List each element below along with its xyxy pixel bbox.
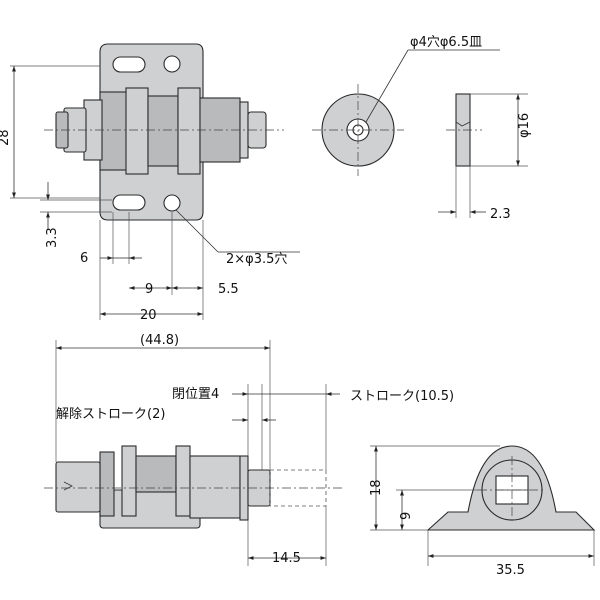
label-dim-20: 20: [140, 308, 157, 323]
body-rib-3: [147, 95, 179, 167]
label-release-stroke: 解除ストローク(2): [56, 407, 165, 422]
label-dim-9: 9: [145, 282, 153, 297]
stroke-phantom: [269, 469, 327, 507]
side-view-dimensions: (44.8) 閉位置4 解除ストローク(2) ストローク(10.5) 14.5: [55, 333, 454, 566]
side-left-cap: [55, 461, 101, 513]
label-washer-hole: φ4穴φ6.5皿: [410, 35, 482, 50]
round-hole-top: [163, 55, 181, 73]
label-offset-3-3: 3.3: [45, 227, 60, 248]
label-dim-14-5: 14.5: [272, 551, 301, 566]
label-diameter-16: φ16: [517, 113, 532, 138]
end-view-dimensions: 18 9 35.5: [369, 445, 595, 578]
end-view-bracket: [426, 445, 596, 531]
label-closed-position: 閉位置4: [172, 387, 219, 402]
side-rib-1: [99, 451, 115, 517]
label-height-18: 18: [369, 479, 384, 496]
slot-hole-top: [112, 56, 146, 73]
body-rib-4: [177, 87, 201, 175]
slot-hole-bottom: [112, 194, 146, 211]
label-height-9: 9: [399, 512, 414, 520]
label-dim-5-5: 5.5: [218, 282, 239, 297]
label-thickness-2-3: 2.3: [490, 207, 511, 222]
mount-hole-bottom: [163, 194, 181, 212]
side-rib-3: [135, 455, 177, 493]
body-rib-2: [125, 87, 149, 175]
label-dim-6: 6: [80, 251, 88, 266]
side-body-right: [189, 455, 241, 519]
side-rib-4: [175, 445, 191, 517]
side-view-catch: [44, 445, 344, 529]
label-stroke: ストローク(10.5): [350, 389, 454, 404]
front-view-dimensions: 28 3.3 6 9 5.5 20 2×φ3.5穴: [0, 65, 300, 323]
side-rib-2: [121, 445, 137, 517]
label-height-28: 28: [0, 129, 12, 146]
front-view-catch: [44, 43, 284, 221]
label-overall-44-8: (44.8): [140, 333, 179, 348]
strike-plate-views: φ4穴φ6.5皿 φ16 2.3: [312, 35, 532, 222]
label-width-35-5: 35.5: [496, 563, 525, 578]
label-mount-holes: 2×φ3.5穴: [226, 252, 287, 267]
